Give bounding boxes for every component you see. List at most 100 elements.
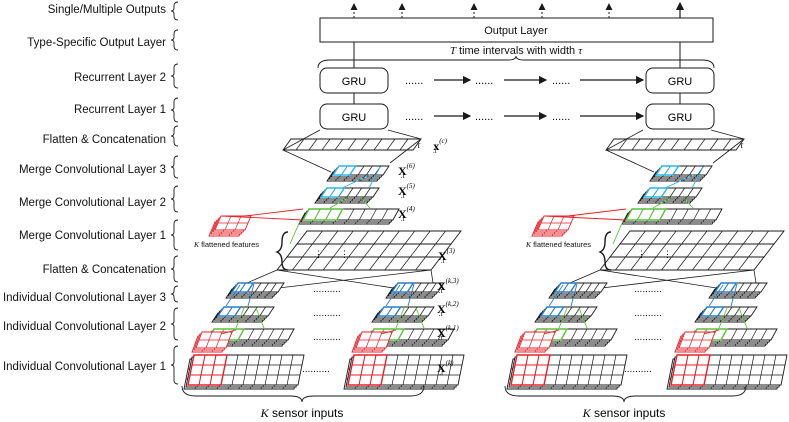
grid-line	[402, 354, 410, 386]
kernel-link	[380, 329, 397, 335]
time-brace	[317, 55, 715, 69]
tau-label: τ	[740, 140, 744, 150]
grid-line	[394, 243, 406, 258]
layer-bracket	[170, 255, 179, 283]
grid-line	[302, 243, 313, 258]
grid-line	[689, 165, 696, 176]
grid-line	[399, 256, 411, 271]
grid-line	[678, 187, 685, 198]
kernel-line	[329, 187, 337, 198]
grid-line	[267, 328, 275, 341]
grid-line	[312, 230, 323, 245]
layer-bracket	[170, 219, 179, 251]
kernel-highlight	[642, 187, 669, 198]
time-interval-caption: T time intervals with width τ	[450, 45, 583, 57]
flatten-concat-vector	[605, 138, 745, 151]
tensor-label-x3: X(3).t	[438, 247, 456, 265]
grid-line	[231, 354, 239, 386]
tensor-label-x5: X(5).t	[398, 182, 416, 200]
kernel-line	[652, 187, 660, 198]
grid-line	[348, 243, 359, 258]
layer-label: Recurrent Layer 1	[73, 104, 166, 116]
gru-box	[645, 103, 715, 130]
individual-conv-2-grid	[376, 306, 435, 317]
flatten-concat-vector	[282, 138, 422, 151]
grid-line	[570, 328, 578, 341]
layer-label: Single/Multiple Outputs	[47, 4, 166, 16]
kernel-link	[718, 307, 728, 329]
tensor-labels: x(c).t X(6).t X(5).t X(4).t X(3).t X(k,3…	[398, 137, 459, 377]
flatten-line	[592, 269, 755, 290]
vertical-ellipsis: ⋮	[314, 249, 323, 259]
vertical-ellipsis: ⋮	[637, 249, 646, 259]
grid-line	[769, 354, 777, 386]
grid-line	[415, 256, 426, 271]
vertical-ellipsis: ⋮	[663, 249, 672, 259]
grid-line	[750, 328, 758, 341]
grid-line	[714, 354, 722, 386]
grid-line	[247, 328, 255, 341]
kernel-link	[368, 166, 381, 189]
layer-label: Merge Convolutional Layer 2	[18, 197, 166, 209]
grid-line	[576, 354, 584, 386]
funnel-line	[605, 129, 644, 151]
sensor-dots: ..........	[313, 308, 341, 319]
grid-line	[384, 256, 396, 271]
kernel-link	[289, 220, 301, 245]
grid-line	[585, 282, 592, 293]
sensor-dots: ..........	[634, 284, 662, 295]
sensor-input-grid	[670, 354, 788, 386]
recurrent-dots: ......	[552, 75, 570, 87]
flatten-line	[389, 138, 422, 164]
kernel-line	[548, 306, 556, 317]
kernel-link	[415, 307, 425, 329]
kernel-highlight	[216, 306, 242, 317]
input-kernel-red-grid	[518, 331, 556, 349]
tensor-label-xc: x(c).t	[433, 137, 448, 155]
individual-conv-2-grid	[539, 306, 598, 317]
grid-line	[554, 354, 562, 386]
grid-line	[407, 328, 415, 341]
flatten-line	[269, 269, 432, 290]
grid-line	[370, 208, 377, 221]
kernel-highlight	[654, 165, 680, 176]
flatten-concat-sensor-vector	[609, 243, 775, 258]
gru-label: GRU	[668, 76, 693, 88]
grid-line	[671, 243, 682, 258]
merge-conv-1-grid	[301, 208, 400, 221]
individual-conv-3-grid	[553, 282, 608, 293]
kernel-line	[648, 208, 655, 221]
flatten-concat-sensor-vector	[296, 230, 462, 245]
grid-line	[381, 208, 389, 221]
grid-line	[722, 256, 734, 271]
kernel-link	[708, 284, 724, 307]
merge-conv-3-grid	[331, 165, 390, 176]
kernel-line	[313, 208, 321, 221]
flattened-features-label: K flattened features	[193, 240, 259, 249]
layer-label: Individual Convolutional Layer 1	[2, 361, 166, 373]
kernel-line	[209, 354, 217, 386]
grid-line	[242, 354, 250, 386]
grid-line	[379, 243, 390, 258]
kernel-line	[225, 306, 233, 317]
grid-line	[587, 354, 595, 386]
recurrent-dots: ......	[405, 75, 423, 87]
kernel-link	[385, 284, 401, 307]
grid-line	[435, 354, 443, 386]
grid-line	[669, 187, 677, 198]
recurrent-dots: ......	[552, 111, 570, 123]
input-kernel-red-grid	[355, 331, 393, 349]
flatten-concat-sensor-vector	[286, 243, 452, 258]
grid-line	[334, 138, 344, 151]
output-layer-label: Output Layer	[484, 25, 548, 37]
sensor-dots: ..........	[624, 364, 652, 375]
grid-line	[565, 354, 573, 386]
flattened-brace	[598, 231, 612, 271]
sensor-dots: ..........	[634, 308, 662, 319]
sensor-dots: ..........	[313, 332, 341, 343]
grid-line	[389, 230, 400, 245]
grid-line	[686, 243, 698, 258]
grid-line	[727, 230, 739, 245]
grid-line	[593, 282, 600, 293]
